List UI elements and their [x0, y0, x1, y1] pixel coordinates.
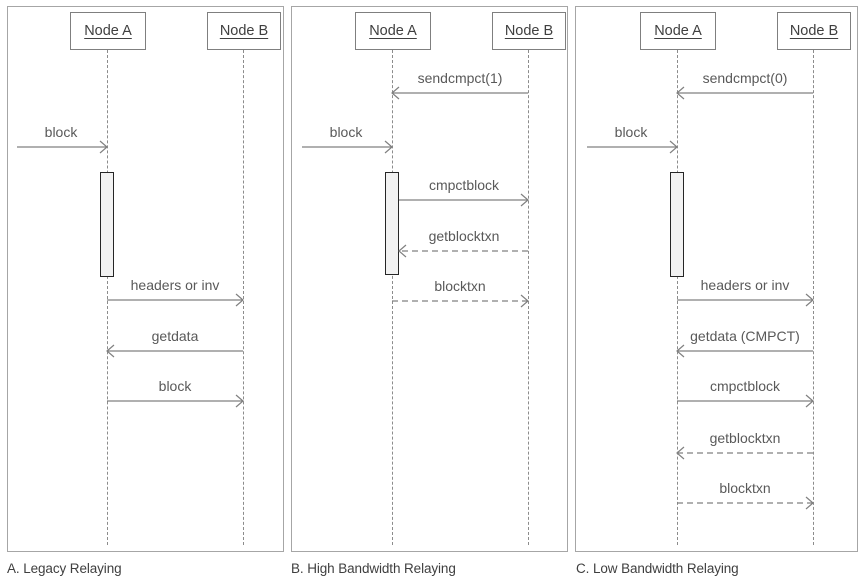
panel-c-message-label-getdata-cmpct: getdata (CMPCT)	[690, 328, 800, 344]
panel-a-message-label-block: block	[158, 378, 192, 394]
panel-a-participant-node-a: Node A	[70, 12, 146, 50]
panel-b-message-label-blocktxn: blocktxn	[434, 278, 486, 294]
panel-b-caption: B. High Bandwidth Relaying	[291, 561, 456, 576]
participant-label: Node B	[219, 23, 269, 39]
panel-c-message-arrow-block-in	[587, 140, 678, 154]
panel-a-message-label-getdata: getdata	[151, 328, 199, 344]
panel-b-message-arrow-getblocktxn	[398, 244, 528, 258]
panel-b-activation-node-a	[385, 172, 399, 275]
panel-b-message-label-block-in: block	[329, 124, 363, 140]
panel-c-participant-node-b: Node B	[777, 12, 851, 50]
panel-a-message-label-headers-or-inv: headers or inv	[130, 277, 220, 293]
panel-a-lifeline-node-a	[107, 50, 108, 545]
panel-c-message-label-sendcmpct: sendcmpct(0)	[702, 70, 788, 86]
panel-a-lifeline-node-b	[243, 50, 244, 545]
panel-c-message-arrow-getdata-cmpct	[676, 344, 813, 358]
panel-c-message-label-blocktxn: blocktxn	[719, 480, 771, 496]
panel-c-message-arrow-headers-or-inv	[677, 293, 814, 307]
panel-c-message-arrow-cmpctblock	[677, 394, 814, 408]
panel-c-message-label-headers-or-inv: headers or inv	[700, 277, 790, 293]
panel-b-lifeline-node-b	[528, 50, 529, 545]
panel-a	[7, 6, 284, 552]
panel-a-participant-node-b: Node B	[207, 12, 281, 50]
panel-a-caption: A. Legacy Relaying	[7, 561, 122, 576]
panel-a-message-label-block-in: block	[44, 124, 78, 140]
panel-c-lifeline-node-b	[813, 50, 814, 545]
panel-c-message-arrow-blocktxn	[677, 496, 814, 510]
panel-c-activation-node-a	[670, 172, 684, 277]
panel-b-message-arrow-blocktxn	[392, 294, 529, 308]
participant-label: Node A	[369, 23, 417, 39]
participant-label: Node B	[504, 23, 554, 39]
participant-label: Node A	[84, 23, 132, 39]
panel-b	[291, 6, 568, 552]
panel-c-message-arrow-sendcmpct	[676, 86, 813, 100]
panel-b-message-label-sendcmpct: sendcmpct(1)	[417, 70, 503, 86]
panel-a-message-arrow-block	[107, 394, 244, 408]
panel-c-participant-node-a: Node A	[640, 12, 716, 50]
panel-a-message-arrow-getdata	[106, 344, 243, 358]
panel-c-message-label-cmpctblock: cmpctblock	[709, 378, 781, 394]
panel-a-message-arrow-block-in	[17, 140, 108, 154]
panel-b-participant-node-a: Node A	[355, 12, 431, 50]
panel-c-message-label-getblocktxn: getblocktxn	[709, 430, 781, 446]
panel-c-message-label-block-in: block	[614, 124, 648, 140]
panel-a-activation-node-a	[100, 172, 114, 277]
panel-c-caption: C. Low Bandwidth Relaying	[576, 561, 739, 576]
participant-label: Node A	[654, 23, 702, 39]
panel-b-message-arrow-block-in	[302, 140, 393, 154]
panel-b-message-label-getblocktxn: getblocktxn	[428, 228, 500, 244]
panel-b-message-arrow-sendcmpct	[391, 86, 528, 100]
panel-c-message-arrow-getblocktxn	[676, 446, 813, 460]
panel-c-lifeline-node-a	[677, 50, 678, 545]
participant-label: Node B	[789, 23, 839, 39]
panel-b-lifeline-node-a	[392, 50, 393, 545]
panel-b-message-arrow-cmpctblock	[399, 193, 529, 207]
panel-a-message-arrow-headers-or-inv	[107, 293, 244, 307]
panel-b-participant-node-b: Node B	[492, 12, 566, 50]
panel-b-message-label-cmpctblock: cmpctblock	[428, 177, 500, 193]
panel-c	[575, 6, 858, 552]
